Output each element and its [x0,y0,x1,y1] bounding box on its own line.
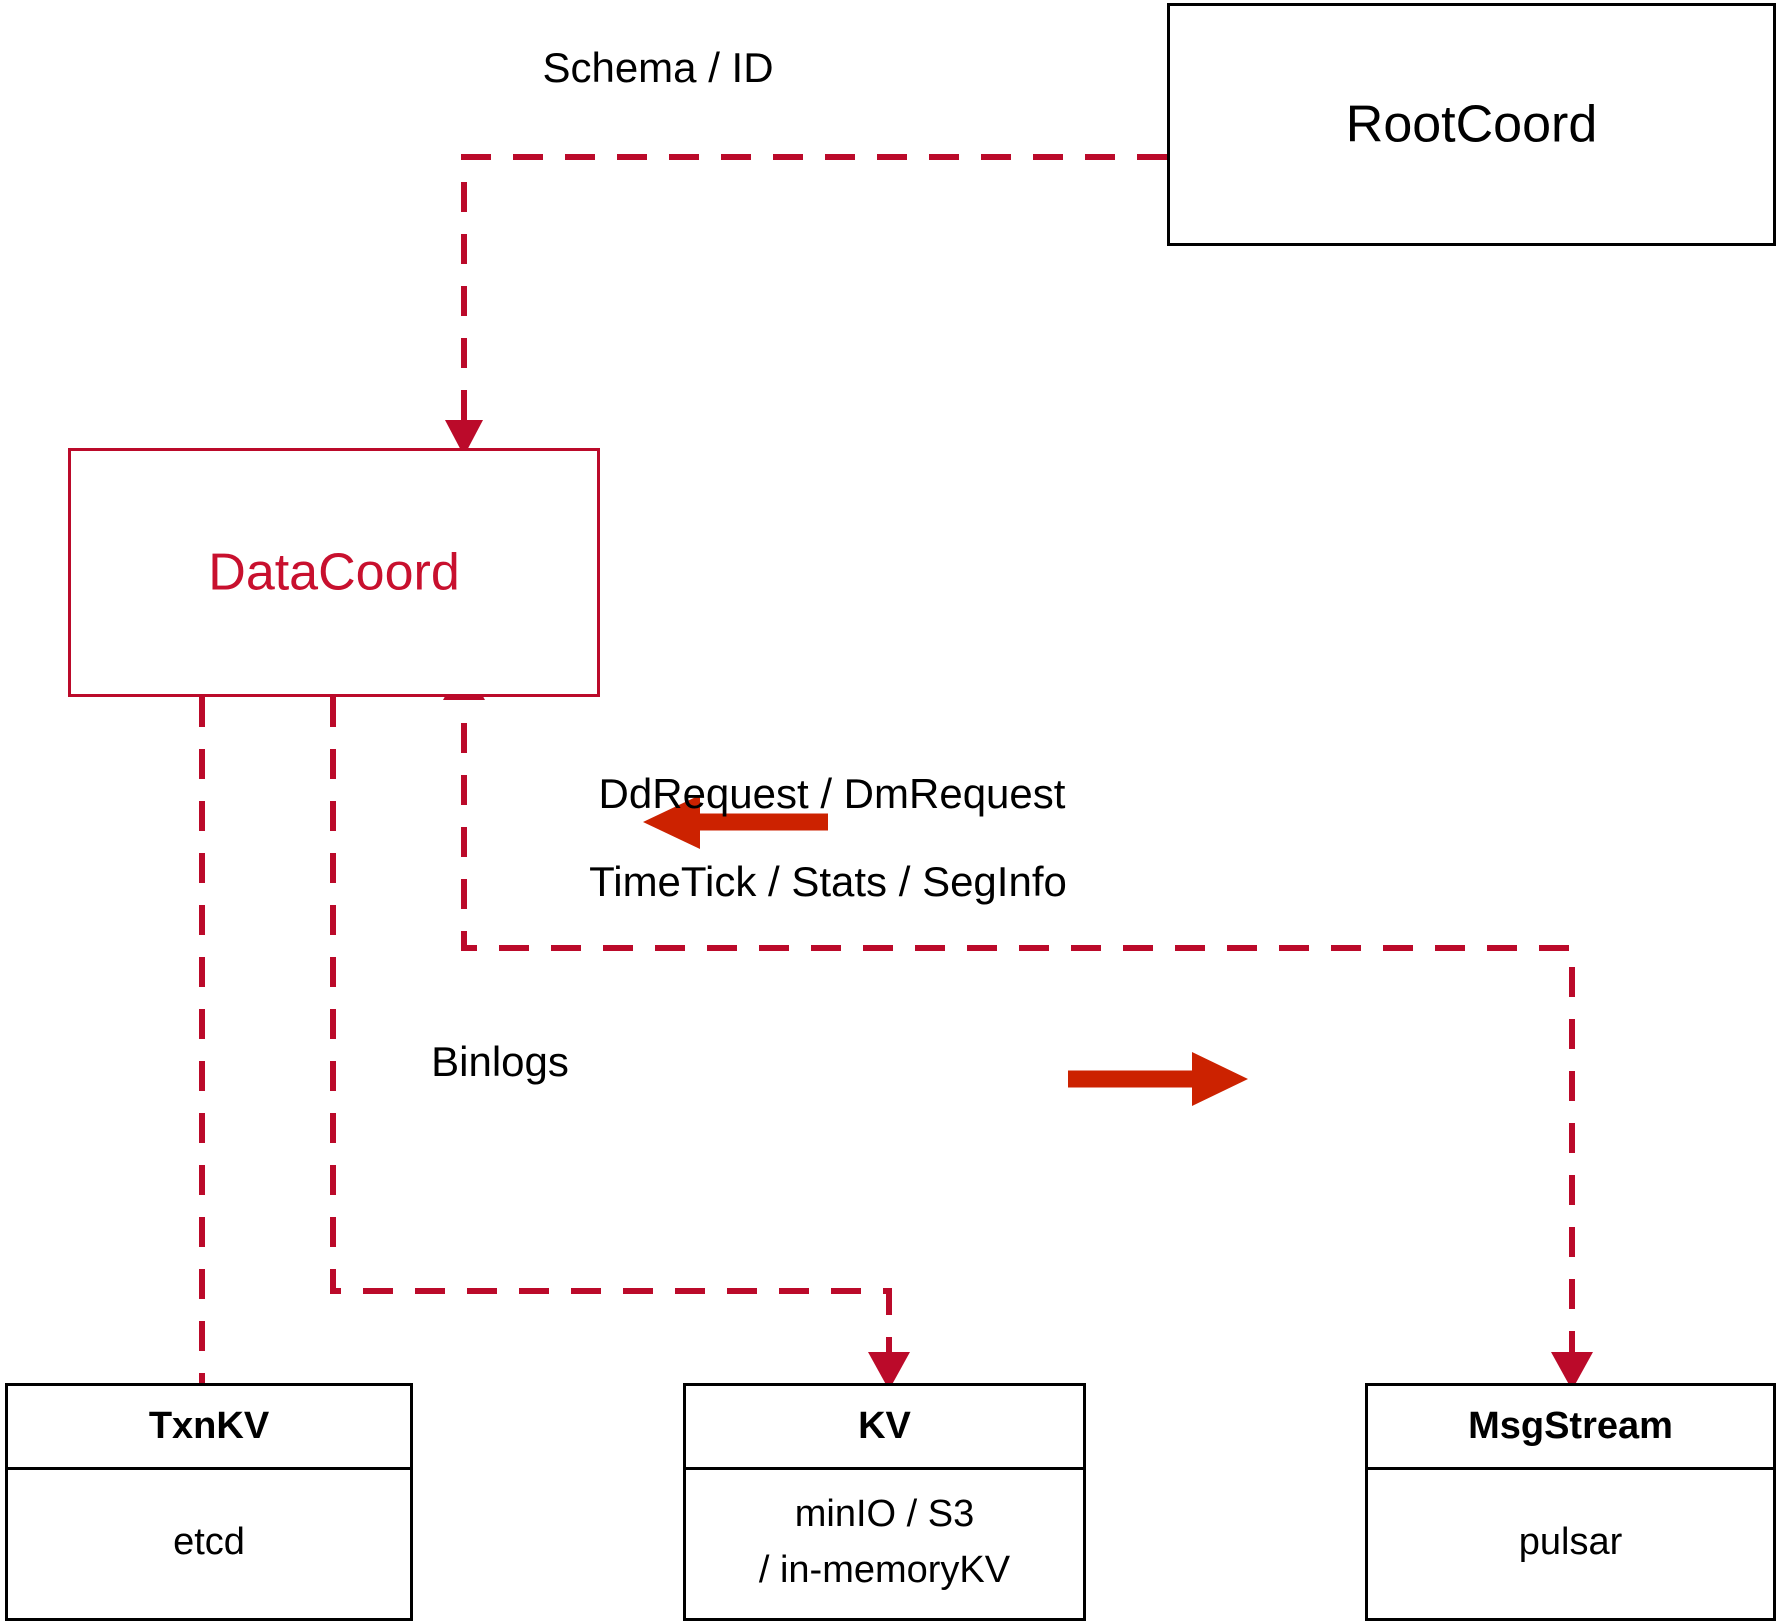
node-kv-body-line-2: / in-memoryKV [758,1548,1011,1591]
node-msgstream[interactable]: MsgStream pulsar [1365,1383,1776,1621]
edge-binlogs [330,697,910,1390]
node-kv[interactable]: KV minIO / S3 / in-memoryKV [683,1383,1086,1621]
direction-arrow-right [1068,1052,1248,1106]
node-txnkv[interactable]: TxnKV etcd [5,1383,413,1621]
node-txnkv-body-line-1: etcd [173,1520,245,1563]
edge-label-schema-id: Schema / ID [542,44,774,91]
node-msgstream-body: pulsar [1368,1467,1773,1618]
direction-arrow-left [643,795,828,849]
node-kv-body: minIO / S3 / in-memoryKV [686,1467,1083,1618]
node-txnkv-body: etcd [8,1467,410,1618]
node-msgstream-body-line-1: pulsar [1518,1520,1623,1563]
node-txnkv-header: TxnKV [8,1386,410,1470]
edge-label-ddrequest-dmrequest: DdRequest / DmRequest [598,770,1066,817]
node-datacoord[interactable]: DataCoord [68,448,600,697]
node-kv-header: KV [686,1386,1083,1470]
node-rootcoord[interactable]: RootCoord [1167,3,1776,246]
node-kv-body-line-1: minIO / S3 [794,1493,975,1536]
edge-label-binlogs: Binlogs [431,1038,569,1085]
edge-label-timetick-stats-seginfo: TimeTick / Stats / SegInfo [589,858,1067,905]
node-datacoord-label: DataCoord [208,542,460,601]
edge-schema-id [445,154,1167,456]
node-msgstream-header: MsgStream [1368,1386,1773,1470]
node-rootcoord-label: RootCoord [1345,94,1598,153]
edge-timetick-stats-seginfo [461,723,1593,1390]
